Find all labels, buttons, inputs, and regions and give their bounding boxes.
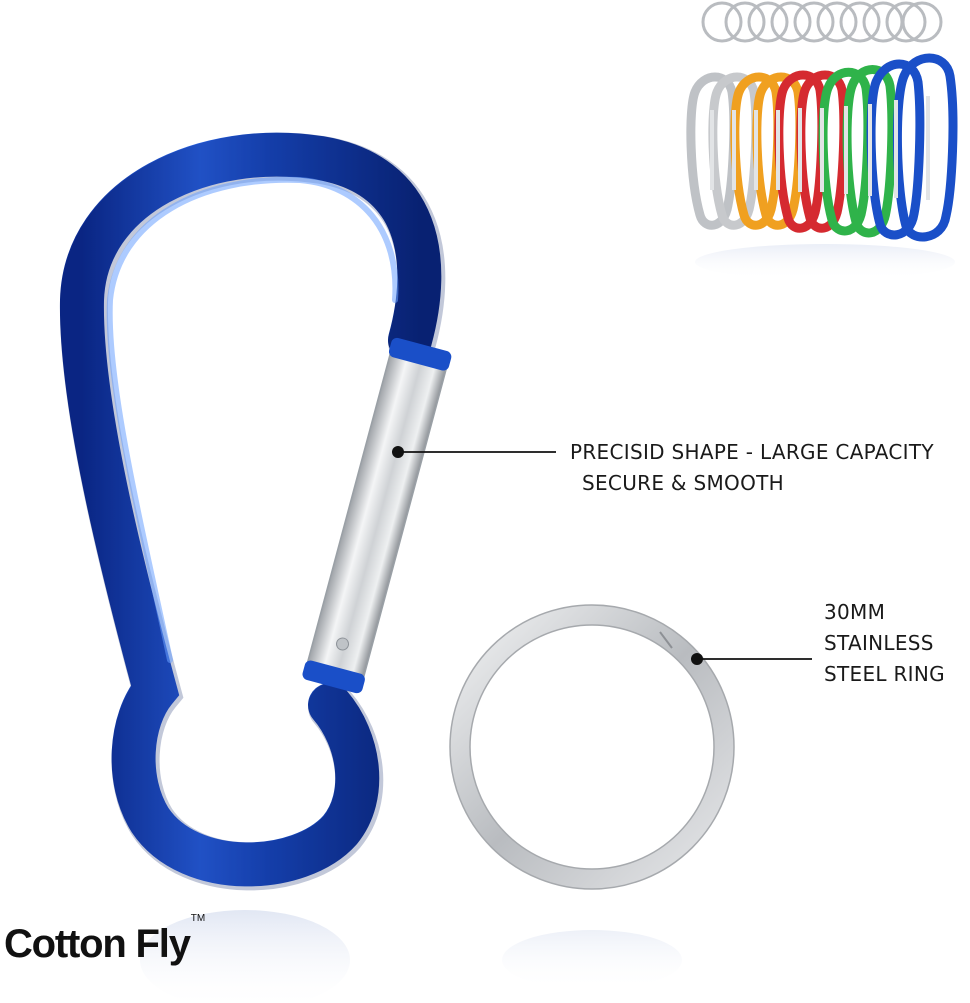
ring-reflection (502, 930, 682, 990)
trademark-mark: TM (190, 912, 206, 924)
callout-line-shape (392, 446, 556, 458)
callout-shape-line1: PRECISID SHAPE - LARGE CAPACITY (570, 440, 934, 464)
carabiner-icon (59, 132, 452, 891)
key-ring-icon (449, 604, 735, 890)
callout-shape-text: PRECISID SHAPE - LARGE CAPACITY SECURE &… (570, 437, 934, 499)
brand-name: Cotton Fly (4, 922, 191, 966)
callout-ring-text: 30MM STAINLESS STEEL RING (824, 597, 945, 690)
callout-ring-line2: STAINLESS (824, 631, 934, 655)
callout-ring-line1: 30MM (824, 600, 886, 624)
callout-line-ring (691, 653, 812, 665)
carabiner-reflection (140, 910, 350, 1003)
callout-shape-line2: SECURE & SMOOTH (582, 471, 784, 495)
brand-logo: Cotton FlyTM (4, 913, 205, 967)
small-rings-row (701, 1, 943, 43)
callout-ring-line3: STEEL RING (824, 662, 945, 686)
carabiner-gate (302, 337, 452, 694)
carabiner-set-icon (686, 1, 958, 280)
